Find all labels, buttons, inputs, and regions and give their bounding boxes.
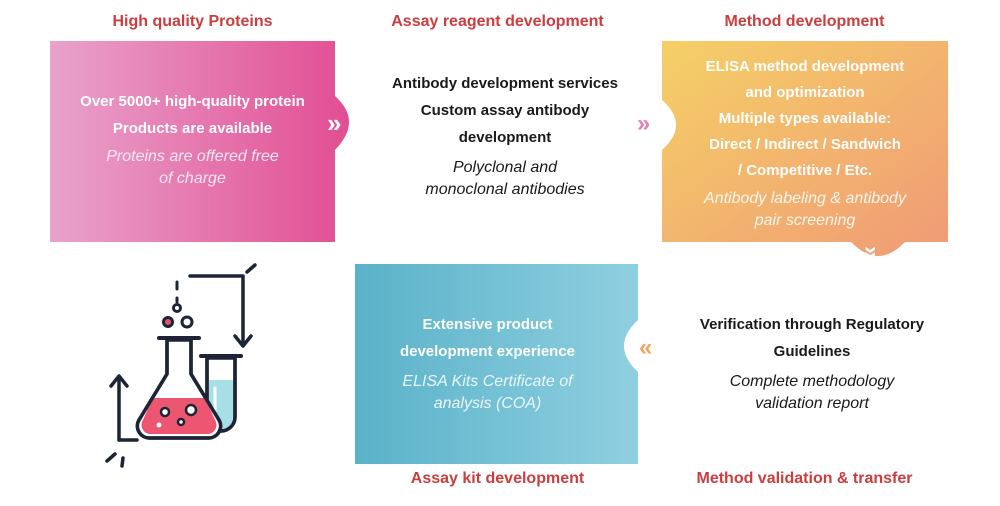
text-line: of charge: [159, 170, 226, 187]
text-line: and optimization: [745, 84, 865, 101]
cycle-arrow-icon: [105, 263, 257, 468]
bubbles: [162, 280, 194, 329]
flask-icon: [135, 336, 223, 440]
validation-text: Verification through Regulatory Guidelin…: [662, 311, 962, 415]
method-box: [662, 41, 948, 256]
text-line: development experience: [399, 343, 576, 360]
text-line: validation report: [755, 395, 869, 412]
heading-kit: Assay kit development: [410, 470, 585, 487]
chevron-left-icon: «: [639, 334, 652, 361]
heading-protein: High quality Proteins: [112, 13, 273, 30]
text-line: ELISA method development: [705, 58, 905, 75]
method-text: ELISA method development and optimizatio…: [672, 54, 938, 232]
chevron-right-icon: »: [637, 110, 650, 137]
text-line: Polyclonal and: [452, 159, 558, 176]
protein-box: [50, 41, 349, 242]
text-line: ELISA Kits Certificate of: [402, 373, 573, 390]
kit-box: [355, 264, 638, 464]
text-line: Guidelines: [773, 343, 851, 360]
lab-illustration: [105, 263, 257, 468]
text-line: analysis (COA): [433, 395, 542, 412]
text-line: Complete methodology: [729, 373, 895, 390]
chevron-right-icon: »: [327, 108, 342, 138]
heading-validation: Method validation & transfer: [696, 470, 913, 487]
heading-reagent: Assay reagent development: [391, 13, 604, 30]
text-line: pair screening: [754, 212, 856, 229]
protein-text: Over 5000+ high-quality protein Products…: [50, 88, 335, 190]
text-line: Custom assay antibody: [420, 102, 590, 119]
text-line: Verification through Regulatory: [699, 316, 925, 333]
kit-text: Extensive product development experience…: [355, 311, 620, 415]
text-line: Proteins are offered free: [106, 148, 279, 165]
text-line: Multiple types available:: [718, 110, 892, 127]
chevron-down-icon: »: [858, 245, 886, 257]
text-line: Over 5000+ high-quality protein: [80, 93, 305, 110]
text-line: / Competitive / Etc.: [737, 162, 873, 179]
text-line: Antibody labeling & antibody: [704, 190, 906, 207]
text-line: Products are available: [112, 120, 273, 137]
text-line: Antibody development services: [392, 75, 618, 92]
text-line: Direct / Indirect / Sandwich: [709, 136, 901, 153]
text-line: development: [458, 129, 552, 146]
heading-method: Method development: [724, 13, 885, 30]
text-line: Extensive product: [422, 316, 553, 333]
text-line: monoclonal antibodies: [425, 181, 585, 198]
reagent-text: Antibody development services Custom ass…: [355, 70, 655, 201]
